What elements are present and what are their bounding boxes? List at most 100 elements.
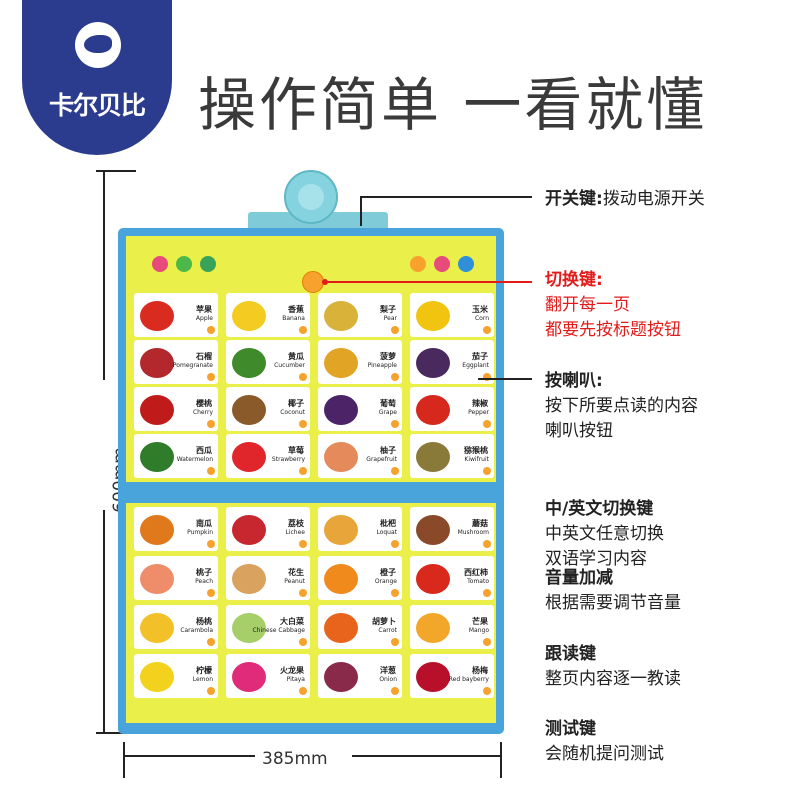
volume-up-button[interactable] bbox=[434, 256, 450, 272]
speaker-icon[interactable] bbox=[299, 638, 307, 646]
speaker-icon[interactable] bbox=[391, 326, 399, 334]
speaker-icon[interactable] bbox=[207, 540, 215, 548]
test-button[interactable] bbox=[152, 256, 168, 272]
speaker-icon[interactable] bbox=[483, 589, 491, 597]
speaker-icon[interactable] bbox=[483, 687, 491, 695]
speaker-icon[interactable] bbox=[483, 540, 491, 548]
power-switch-knob[interactable] bbox=[284, 170, 338, 224]
produce-image bbox=[324, 442, 358, 472]
speaker-icon[interactable] bbox=[299, 420, 307, 428]
callout-desc-line: 中英文任意切换 bbox=[545, 524, 664, 544]
volume-down-button[interactable] bbox=[410, 256, 426, 272]
cn-en-switch-button[interactable] bbox=[200, 256, 216, 272]
speaker-icon[interactable] bbox=[299, 540, 307, 548]
speaker-icon[interactable] bbox=[207, 589, 215, 597]
produce-image bbox=[140, 515, 174, 545]
produce-name-en: Loquat bbox=[376, 529, 397, 536]
speaker-icon[interactable] bbox=[207, 420, 215, 428]
callout-page-switch: 切换键:翻开每一页都要先按标题按钮 bbox=[545, 270, 681, 340]
produce-name-en: Carambola bbox=[180, 627, 213, 634]
callout-speaker: 按喇叭:按下所要点读的内容喇叭按钮 bbox=[545, 371, 698, 441]
follow-read-button[interactable] bbox=[176, 256, 192, 272]
speaker-icon[interactable] bbox=[391, 373, 399, 381]
dim-tick-left bbox=[123, 742, 125, 778]
produce-name-en: Onion bbox=[379, 676, 397, 683]
speaker-icon[interactable] bbox=[391, 638, 399, 646]
produce-name-cn: 火龙果 bbox=[280, 666, 304, 675]
speaker-icon[interactable] bbox=[207, 326, 215, 334]
produce-image bbox=[416, 442, 450, 472]
produce-image bbox=[140, 442, 174, 472]
power-icon-button[interactable] bbox=[458, 256, 474, 272]
speaker-icon[interactable] bbox=[391, 420, 399, 428]
speaker-icon[interactable] bbox=[299, 326, 307, 334]
speaker-icon[interactable] bbox=[391, 540, 399, 548]
produce-image bbox=[140, 564, 174, 594]
speaker-icon[interactable] bbox=[299, 589, 307, 597]
produce-name-cn: 芒果 bbox=[472, 617, 488, 626]
produce-image bbox=[140, 613, 174, 643]
speaker-icon[interactable] bbox=[391, 589, 399, 597]
speaker-icon[interactable] bbox=[299, 373, 307, 381]
speaker-icon[interactable] bbox=[483, 373, 491, 381]
speaker-icon[interactable] bbox=[299, 467, 307, 475]
produce-image bbox=[232, 348, 266, 378]
produce-image bbox=[416, 662, 450, 692]
speaker-icon[interactable] bbox=[207, 687, 215, 695]
callout-line-speaker bbox=[478, 378, 532, 380]
speaker-icon[interactable] bbox=[483, 420, 491, 428]
page-switch-button[interactable] bbox=[302, 271, 324, 293]
produce-name-en: Strawberry bbox=[271, 456, 305, 463]
speaker-icon[interactable] bbox=[391, 687, 399, 695]
speaker-icon[interactable] bbox=[207, 638, 215, 646]
dim-line-lower bbox=[103, 510, 105, 732]
speaker-icon[interactable] bbox=[483, 467, 491, 475]
speaker-icon[interactable] bbox=[207, 467, 215, 475]
produce-name-en: Eggplant bbox=[462, 362, 489, 369]
produce-name-en: Pomegranate bbox=[172, 362, 213, 369]
produce-name-cn: 玉米 bbox=[472, 305, 488, 314]
speaker-icon[interactable] bbox=[299, 687, 307, 695]
produce-image bbox=[416, 564, 450, 594]
speaker-icon[interactable] bbox=[483, 638, 491, 646]
produce-name-en: Peach bbox=[195, 578, 213, 585]
produce-name-en: Cherry bbox=[192, 409, 213, 416]
speaker-icon[interactable] bbox=[207, 373, 215, 381]
speaker-icon[interactable] bbox=[391, 467, 399, 475]
produce-name-en: Orange bbox=[374, 578, 397, 585]
speaker-icon[interactable] bbox=[483, 326, 491, 334]
